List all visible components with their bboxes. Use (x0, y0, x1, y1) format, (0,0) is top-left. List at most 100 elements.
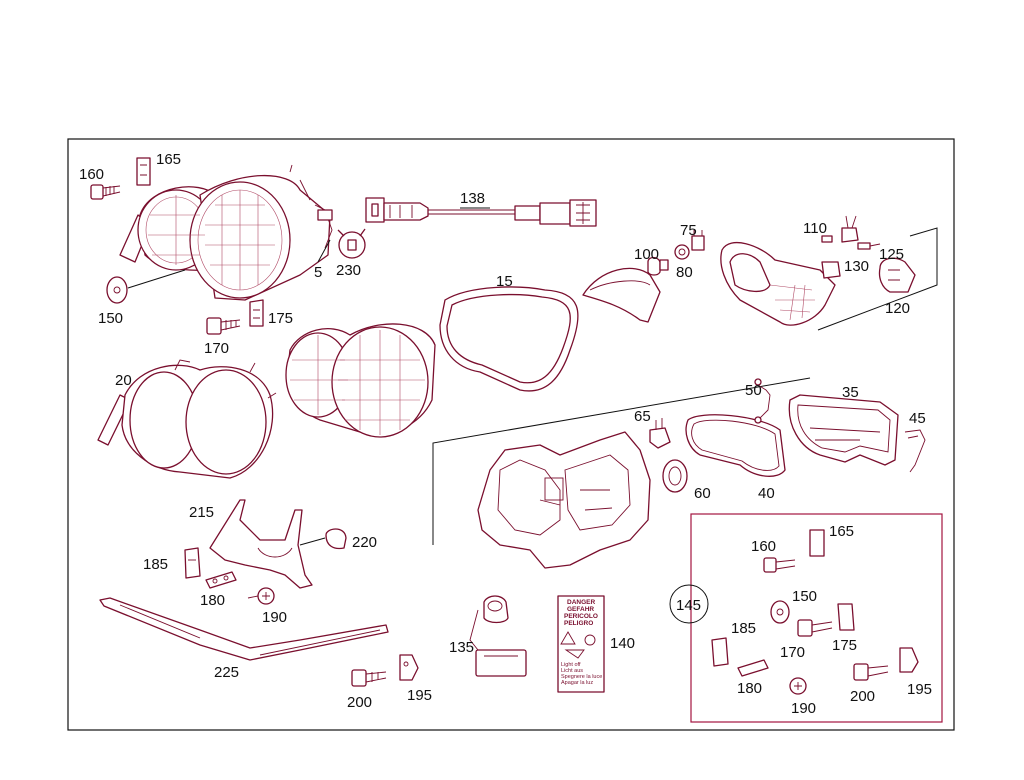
part-130-bulb (821, 261, 841, 279)
part-15-gasket (439, 286, 579, 392)
label-50: 50 (745, 382, 762, 399)
label-15: 15 (496, 273, 513, 290)
label-125: 125 (879, 246, 904, 263)
kit-170-screw (797, 619, 833, 637)
kit-200-screw (853, 663, 889, 681)
warning-line-3: PERICOLO (564, 613, 598, 620)
label-45: 45 (909, 410, 926, 427)
part-100-bulb (647, 256, 669, 276)
kit-185-clip (711, 637, 729, 667)
label-140: 140 (610, 635, 635, 652)
part-45-clip (904, 429, 926, 473)
kit-165-clip (809, 529, 825, 557)
kit-150-washer (770, 600, 790, 624)
part-180-bracket (205, 571, 237, 589)
lens-assembly (285, 323, 436, 438)
label-230: 230 (336, 262, 361, 279)
kit-175-clip (837, 603, 855, 631)
leader-220 (299, 537, 326, 546)
label-175: 175 (268, 310, 293, 327)
label-20: 20 (115, 372, 132, 389)
part-165-clip (136, 157, 151, 186)
warning-line-1: DANGER (567, 599, 595, 606)
part-170-screw (206, 317, 241, 335)
label-40: 40 (758, 485, 775, 502)
housing-group-bracket (432, 377, 811, 545)
part-215-bracket (209, 499, 313, 589)
headlamp-housing-body (477, 431, 651, 569)
warning-triangle-icon (560, 631, 576, 645)
label-165: 165 (156, 151, 181, 168)
warning-footer-2: Licht aus (561, 668, 583, 674)
label-120: 120 (885, 300, 910, 317)
label-170: 170 (204, 340, 229, 357)
label-138: 138 (460, 190, 485, 207)
part-160-screw (90, 184, 121, 200)
kit-160-screw (763, 557, 796, 573)
leader-150 (127, 269, 186, 289)
part-125-bulb (857, 242, 881, 250)
kit-145-circle (669, 584, 709, 624)
kit-label-160: 160 (751, 538, 776, 555)
warning-line-2: GEFAHR (567, 606, 594, 613)
part-140-warning-label: DANGER GEFAHR PERICOLO PELIGRO Light off… (557, 595, 605, 693)
label-135: 135 (449, 639, 474, 656)
kit-label-185: 185 (731, 620, 756, 637)
label-75: 75 (680, 222, 697, 239)
headlamp-assembly (119, 164, 333, 301)
part-190-screw (247, 587, 275, 605)
part-80-socket (674, 244, 690, 260)
kit-180-bracket (737, 659, 769, 677)
label-215: 215 (189, 504, 214, 521)
part-230-wrench (337, 228, 366, 259)
label-100: 100 (634, 246, 659, 263)
label-60: 60 (694, 485, 711, 502)
warning-footer-1: Light off (561, 662, 581, 668)
part-150-washer (106, 276, 128, 304)
leader-5 (317, 239, 331, 263)
label-160: 160 (79, 166, 104, 183)
label-110: 110 (803, 220, 827, 237)
part-20-trim-frame (97, 359, 277, 479)
kit-label-195: 195 (907, 681, 932, 698)
part-40-gasket (685, 414, 786, 477)
part-225-trim-strip (99, 597, 389, 661)
label-130: 130 (844, 258, 869, 275)
part-number-labels: 160 165 5 230 150 170 175 138 15 75 100 … (79, 151, 932, 717)
part-65-socket (649, 418, 671, 449)
label-80: 80 (676, 264, 693, 281)
kit-label-165: 165 (829, 523, 854, 540)
part-135-warning-light (469, 595, 527, 677)
kit-145-box (690, 513, 943, 723)
part-195-clip (399, 654, 419, 681)
part-75-lamp (691, 230, 705, 251)
part-50-wire (754, 378, 771, 424)
label-150: 150 (98, 310, 123, 327)
warning-line-4: PELIGRO (564, 620, 593, 627)
part-200-screw (351, 669, 387, 687)
part-138-cable (365, 197, 597, 227)
part-120-bulb (878, 257, 916, 293)
kit-label-190: 190 (791, 700, 816, 717)
warning-footer-3: Spegnere la luce (561, 674, 602, 680)
warning-footer-4: Apagar la luz (561, 680, 593, 686)
part-35-cover (788, 394, 899, 466)
kit-195-clip (899, 647, 919, 673)
label-35: 35 (842, 384, 859, 401)
kit-label-150: 150 (792, 588, 817, 605)
label-185: 185 (143, 556, 168, 573)
diagram-frame (67, 138, 955, 731)
part-reflector-cap (582, 267, 661, 323)
label-195: 195 (407, 687, 432, 704)
label-65: 65 (634, 408, 651, 425)
label-220: 220 (352, 534, 377, 551)
kit-label-200: 200 (850, 688, 875, 705)
label-180: 180 (200, 592, 225, 609)
label-200: 200 (347, 694, 372, 711)
part-220-cap (325, 528, 347, 550)
bulb-group-bracket (817, 227, 938, 331)
part-185-clip (184, 547, 201, 579)
label-145: 145 (676, 597, 701, 614)
hazard-person-icon (584, 634, 596, 646)
